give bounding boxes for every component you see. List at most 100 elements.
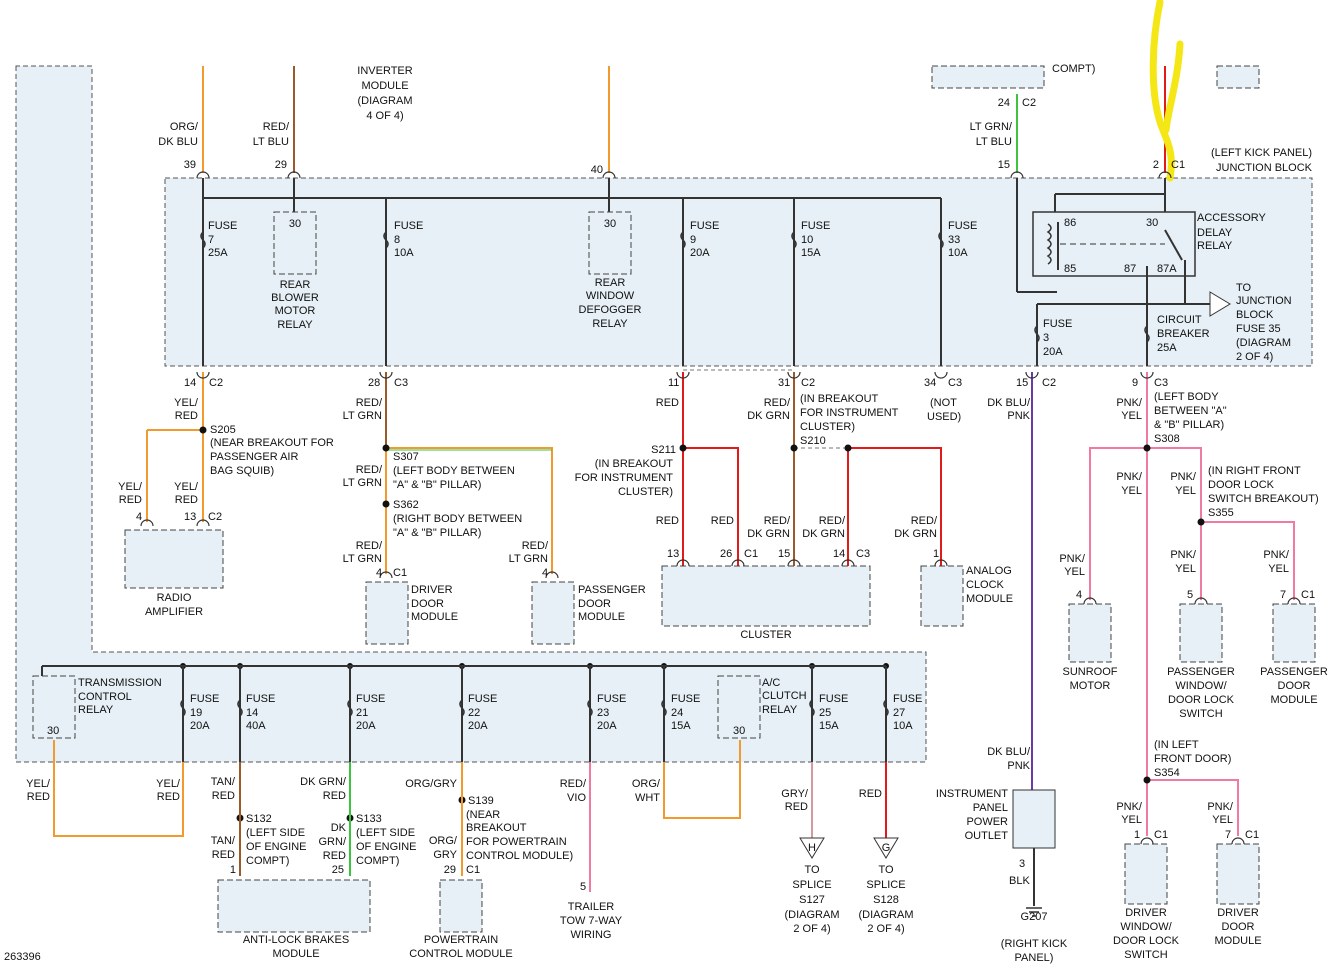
svg-text:(NEAR: (NEAR: [466, 809, 500, 821]
svg-text:RED: RED: [175, 494, 198, 506]
svg-text:YEL: YEL: [1121, 485, 1142, 497]
svg-text:FUSE: FUSE: [801, 220, 830, 232]
svg-text:WIRING: WIRING: [571, 929, 612, 941]
passenger-door-module: [531, 581, 575, 645]
diagram-id: 263396: [4, 951, 41, 963]
svg-text:C1: C1: [393, 567, 407, 579]
svg-text:FUSE: FUSE: [671, 693, 700, 705]
svg-text:FUSE: FUSE: [819, 693, 848, 705]
svg-text:YEL: YEL: [1064, 566, 1085, 578]
svg-text:YEL/: YEL/: [174, 481, 199, 493]
svg-text:DOOR: DOOR: [411, 598, 444, 610]
svg-text:YEL: YEL: [1212, 814, 1233, 826]
bottom-fuse-symbols: [180, 699, 889, 717]
svg-text:5: 5: [1187, 589, 1193, 601]
splice-g-icon: [873, 837, 899, 859]
svg-text:CLOCK: CLOCK: [966, 579, 1005, 591]
svg-text:PNK/: PNK/: [1116, 471, 1143, 483]
svg-text:OF ENGINE: OF ENGINE: [246, 841, 307, 853]
svg-text:RED: RED: [323, 790, 346, 802]
svg-text:(DIAGRAM: (DIAGRAM: [785, 909, 840, 921]
svg-text:OUTLET: OUTLET: [965, 830, 1009, 842]
driver-window-door-lock-switch: [1124, 843, 1168, 905]
svg-text:PNK/: PNK/: [1059, 553, 1086, 565]
powertrain-control-module: [439, 879, 483, 933]
svg-text:PNK/: PNK/: [1170, 549, 1197, 561]
svg-text:C3: C3: [1154, 377, 1168, 389]
svg-text:15A: 15A: [671, 720, 691, 732]
svg-text:15A: 15A: [801, 247, 821, 259]
svg-text:CIRCUIT: CIRCUIT: [1157, 314, 1202, 326]
top-device-partial: [931, 65, 1045, 89]
svg-text:USED): USED): [927, 411, 961, 423]
svg-text:RED/: RED/: [356, 397, 383, 409]
svg-text:PNK/: PNK/: [1116, 801, 1143, 813]
passenger-door-module-right: [1272, 603, 1316, 663]
transmission-control-relay: [32, 675, 76, 739]
svg-text:13: 13: [184, 511, 196, 523]
svg-text:30: 30: [289, 218, 301, 230]
svg-text:FUSE: FUSE: [893, 693, 922, 705]
fuse-symbols: [200, 231, 1150, 343]
svg-text:RELAY: RELAY: [1197, 240, 1233, 252]
driver-door-module-right: [1216, 843, 1260, 905]
svg-text:14: 14: [184, 377, 196, 389]
svg-text:14: 14: [833, 548, 845, 560]
svg-text:DEFOGGER: DEFOGGER: [579, 304, 642, 316]
svg-text:LT BLU: LT BLU: [253, 136, 289, 148]
svg-text:15: 15: [1016, 377, 1028, 389]
svg-text:FUSE: FUSE: [190, 693, 219, 705]
svg-text:PNK: PNK: [1007, 760, 1030, 772]
svg-text:SWITCH BREAKOUT): SWITCH BREAKOUT): [1208, 493, 1319, 505]
svg-text:RED: RED: [656, 515, 679, 527]
svg-text:H: H: [808, 842, 816, 854]
svg-text:COMPT): COMPT): [356, 855, 399, 867]
svg-text:FUSE: FUSE: [597, 693, 626, 705]
svg-text:TRAILER: TRAILER: [568, 901, 615, 913]
svg-text:28: 28: [368, 377, 380, 389]
svg-text:YEL/: YEL/: [156, 778, 181, 790]
svg-text:C2: C2: [208, 511, 222, 523]
svg-text:4: 4: [1076, 589, 1082, 601]
svg-text:TAN/: TAN/: [211, 835, 236, 847]
svg-text:(NOT: (NOT: [930, 397, 957, 409]
svg-text:14: 14: [246, 707, 258, 719]
svg-text:LT GRN: LT GRN: [509, 553, 548, 565]
svg-text:RELAY: RELAY: [78, 704, 114, 716]
svg-text:MODULE: MODULE: [361, 80, 408, 92]
svg-text:FUSE: FUSE: [468, 693, 497, 705]
svg-text:PANEL): PANEL): [1015, 952, 1054, 964]
svg-text:DOOR: DOOR: [578, 598, 611, 610]
svg-text:LT GRN: LT GRN: [343, 553, 382, 565]
svg-text:ANTI-LOCK BRAKES: ANTI-LOCK BRAKES: [243, 934, 349, 946]
svg-text:S308: S308: [1154, 433, 1180, 445]
svg-text:MOTOR: MOTOR: [1070, 680, 1111, 692]
svg-text:LT BLU: LT BLU: [976, 136, 1012, 148]
svg-text:3: 3: [1019, 858, 1025, 870]
svg-text:VIO: VIO: [567, 792, 586, 804]
svg-text:INVERTER: INVERTER: [357, 65, 412, 77]
arrow-to-fuse-35: [1209, 291, 1231, 317]
svg-text:DOOR LOCK: DOOR LOCK: [1168, 694, 1235, 706]
svg-text:(LEFT SIDE: (LEFT SIDE: [356, 827, 415, 839]
svg-text:DRIVER: DRIVER: [1125, 907, 1167, 919]
svg-text:MODULE: MODULE: [272, 948, 319, 960]
svg-text:10A: 10A: [893, 720, 913, 732]
svg-text:DK GRN: DK GRN: [747, 528, 790, 540]
svg-text:CLUSTER): CLUSTER): [618, 486, 673, 498]
svg-text:RED/: RED/: [263, 121, 290, 133]
svg-text:RED: RED: [212, 790, 235, 802]
svg-text:4: 4: [376, 567, 382, 579]
svg-text:GRN/: GRN/: [319, 836, 347, 848]
svg-text:(LEFT BODY: (LEFT BODY: [1154, 391, 1219, 403]
svg-text:3: 3: [1043, 332, 1049, 344]
svg-text:7: 7: [1280, 589, 1286, 601]
svg-text:C2: C2: [1022, 97, 1036, 109]
